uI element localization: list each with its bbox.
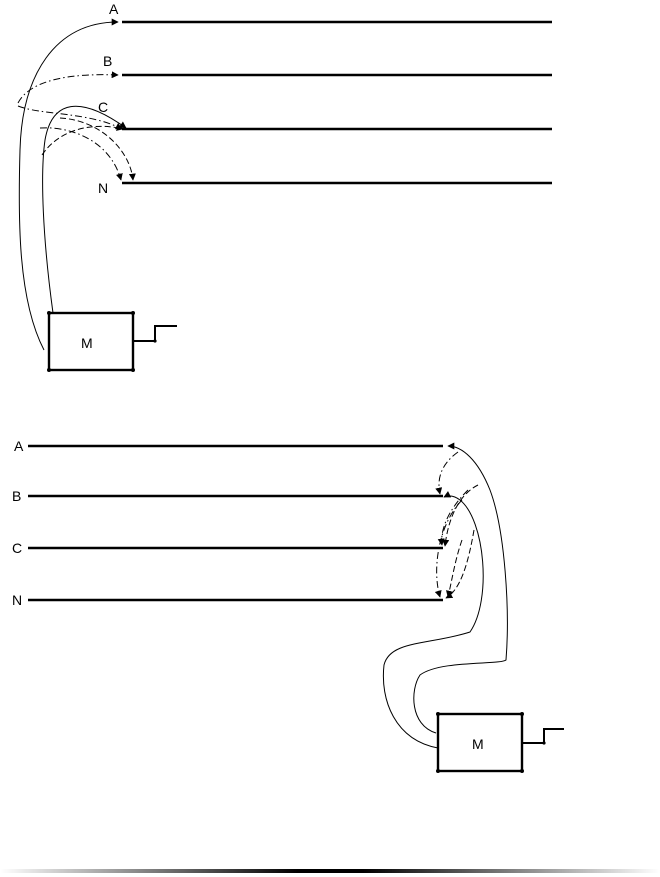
- bottom-meter-label: M: [472, 736, 484, 752]
- bottom-diagram: A B C N M: [12, 438, 564, 773]
- top-wire-c-dashed: [41, 124, 124, 156]
- bottom-wire-c-dashdot: [437, 489, 469, 546]
- bottom-label-b: B: [12, 488, 21, 504]
- top-label-a: A: [109, 1, 119, 17]
- bottom-wire-b-dashdot: [435, 451, 459, 495]
- top-wire-c-dashdot: [17, 105, 123, 130]
- bottom-wire-c-dashed: [442, 484, 479, 547]
- bottom-wire-ground: [382, 491, 484, 749]
- footer-rule: [0, 869, 660, 873]
- bottom-wire-a: [413, 442, 508, 734]
- bottom-label-c: C: [12, 540, 22, 556]
- top-label-n: N: [98, 180, 108, 196]
- bottom-wire-n-dashed-2: [446, 539, 463, 598]
- top-wire-ground: [42, 105, 127, 314]
- bottom-label-a: A: [14, 438, 24, 454]
- top-wire-n-dashdot: [39, 127, 123, 181]
- top-label-c: C: [98, 99, 108, 115]
- top-wire-a: [18, 18, 119, 351]
- top-wire-n-dashed: [59, 117, 136, 181]
- bottom-meter-ground: [522, 728, 564, 744]
- top-diagram: A B C N M: [17, 1, 552, 372]
- bottom-label-n: N: [12, 592, 22, 608]
- bottom-wire-n-dashdot: [434, 499, 463, 598]
- bottom-wire-n-dashed: [445, 529, 475, 599]
- top-label-b: B: [103, 53, 112, 69]
- top-meter-label: M: [81, 335, 93, 351]
- top-wire-b-dashdot: [17, 71, 119, 104]
- top-meter-ground: [133, 325, 177, 342]
